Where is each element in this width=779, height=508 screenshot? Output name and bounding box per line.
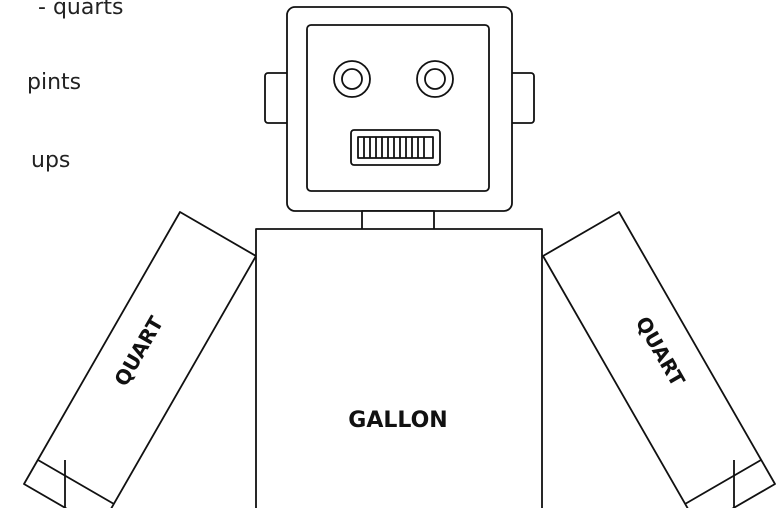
robot-body [256,229,542,508]
robot-head-inner [307,25,489,191]
right-eye [417,61,453,97]
left-eye [334,61,370,97]
robot-neck [362,211,434,230]
left-ear [265,73,289,123]
robot-mouth [351,130,440,165]
right-ear [510,73,534,123]
body-label: GALLON [348,408,447,433]
